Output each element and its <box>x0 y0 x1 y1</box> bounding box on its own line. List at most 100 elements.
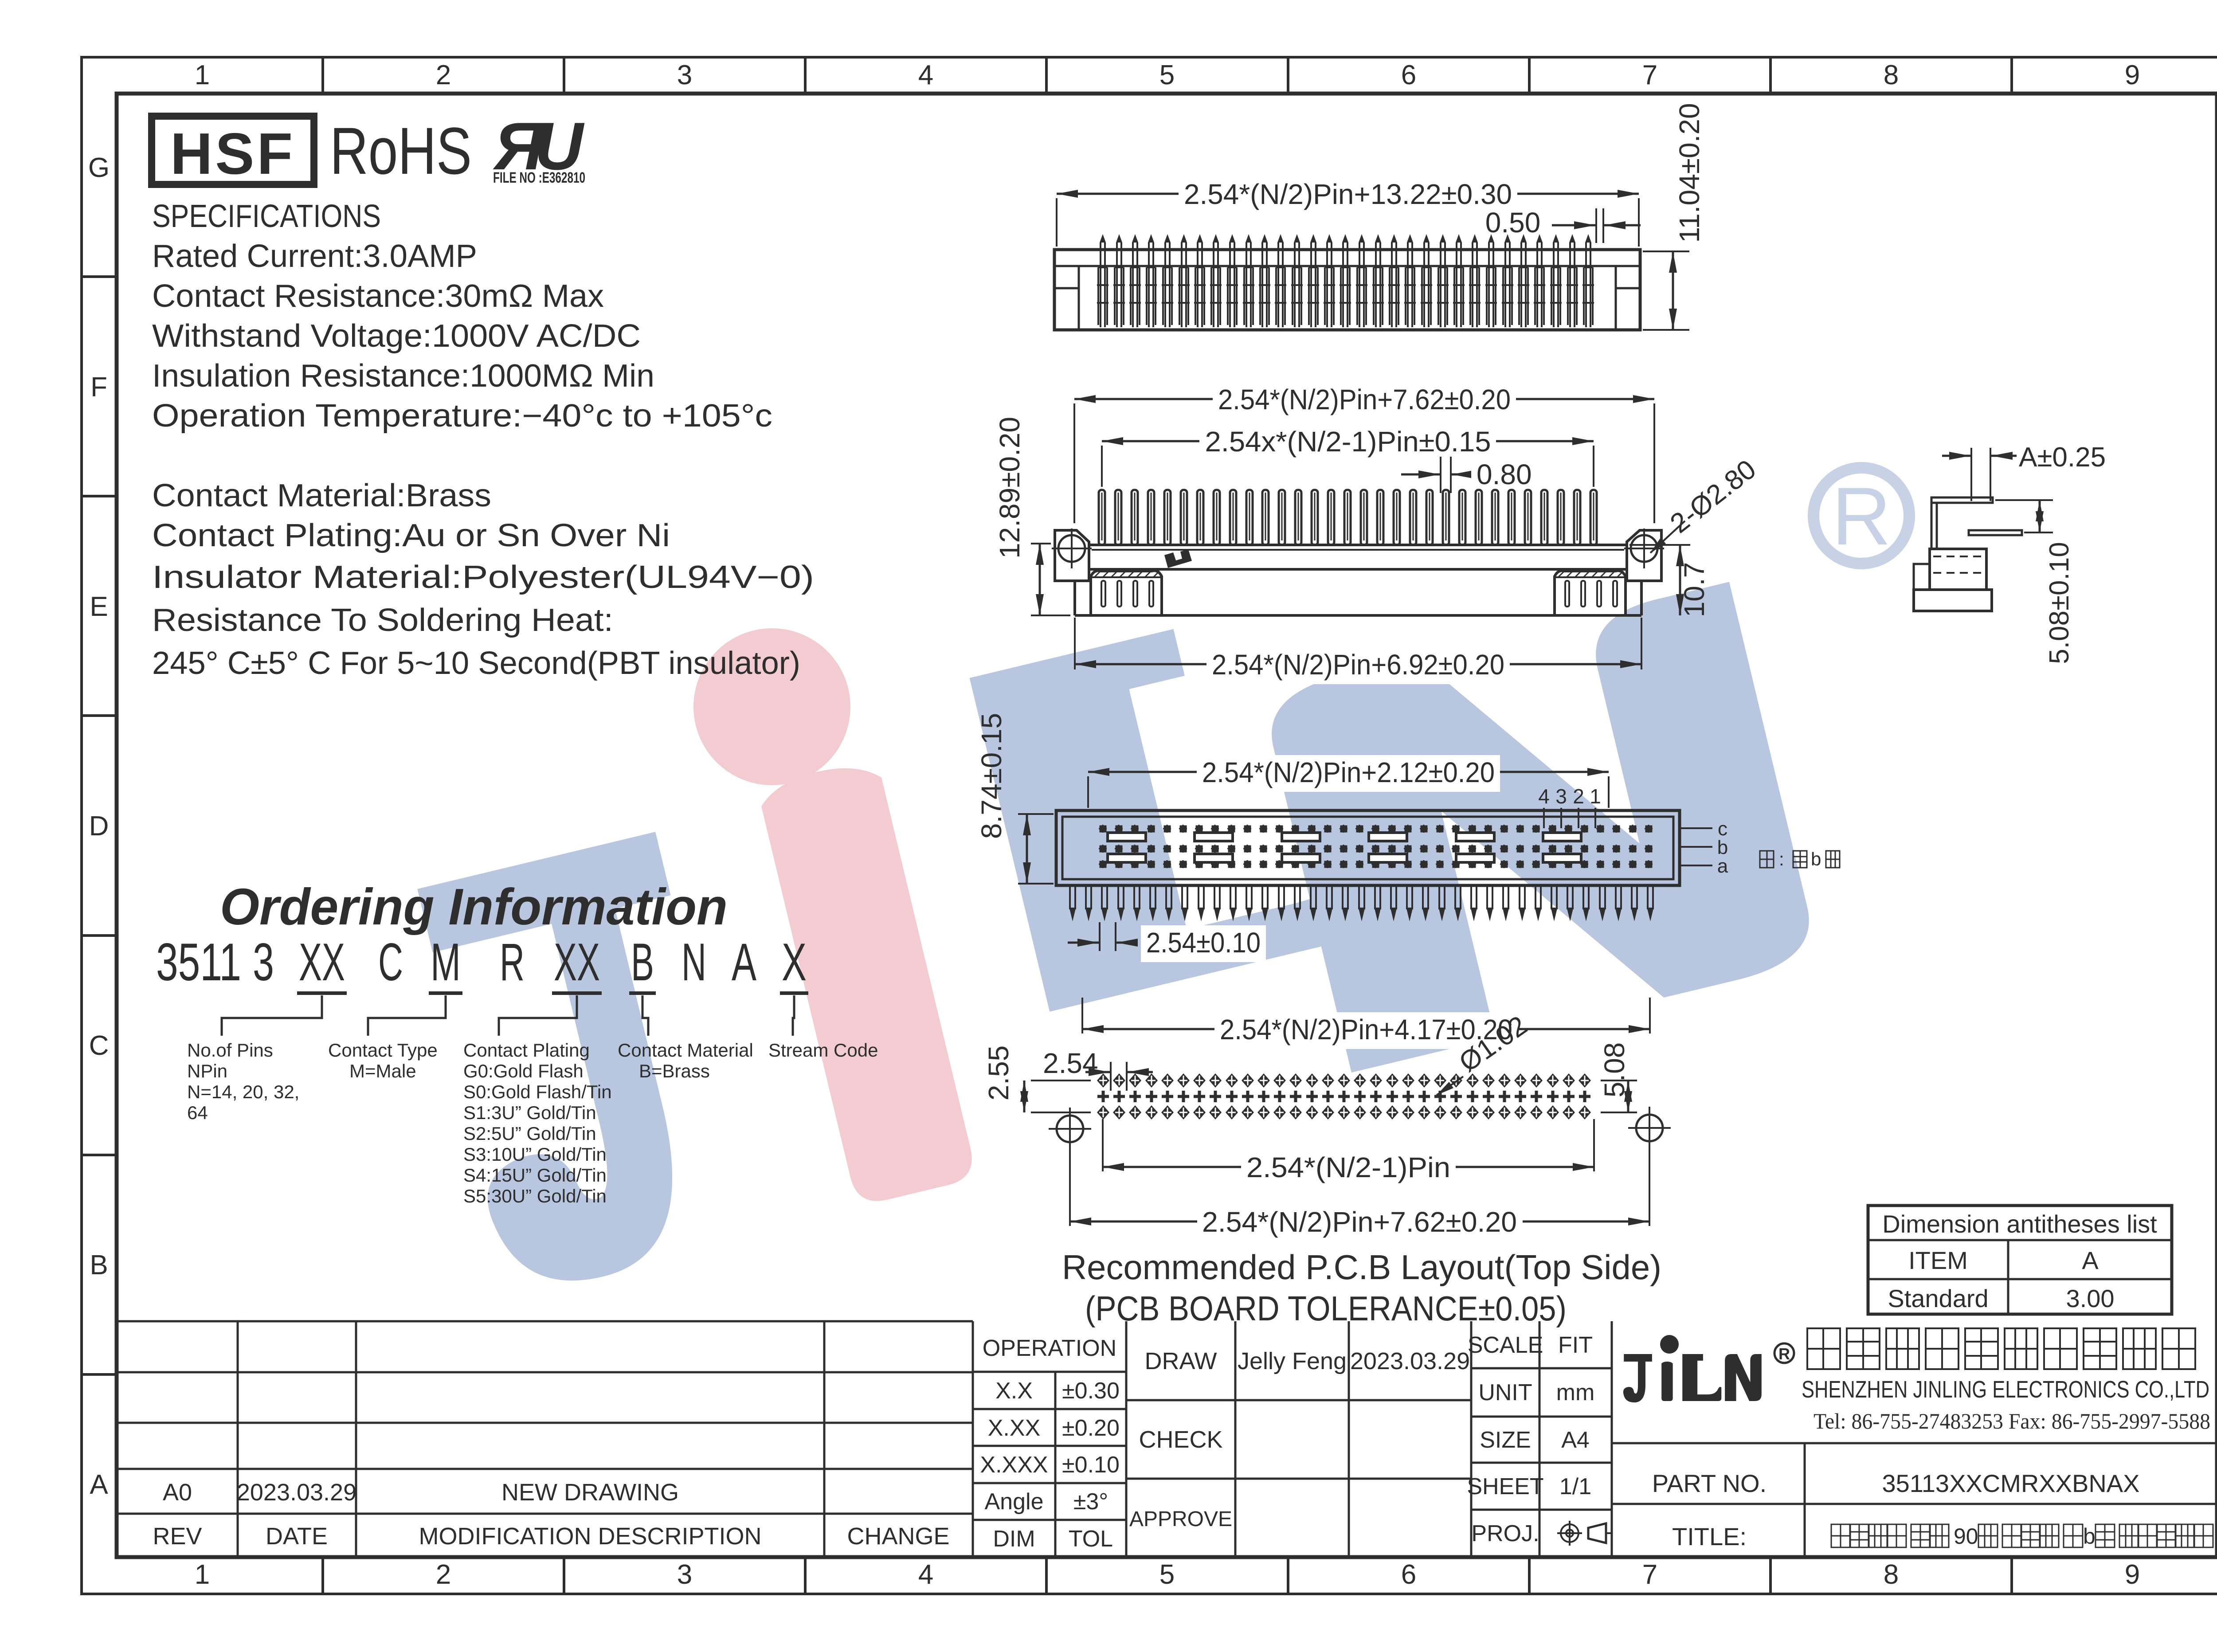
svg-text:5.08: 5.08 <box>1598 1042 1630 1098</box>
svg-text:b: b <box>1717 837 1728 858</box>
svg-text:N=14, 20, 32,: N=14, 20, 32, <box>187 1081 299 1102</box>
svg-text:G: G <box>88 153 110 183</box>
svg-text:mm: mm <box>1556 1380 1595 1405</box>
svg-text:S3:10U” Gold/Tin: S3:10U” Gold/Tin <box>463 1144 607 1165</box>
svg-text:10.7: 10.7 <box>1678 562 1710 618</box>
svg-text:Dimension antitheses list: Dimension antitheses list <box>1882 1210 2157 1238</box>
svg-text:5.08±0.10: 5.08±0.10 <box>2044 542 2075 664</box>
svg-text:Rated Current:3.0AMP: Rated Current:3.0AMP <box>152 239 477 274</box>
svg-text:B: B <box>631 932 654 992</box>
svg-text:±0.20: ±0.20 <box>1062 1415 1120 1441</box>
svg-text:6: 6 <box>1401 60 1416 90</box>
svg-text:4: 4 <box>1538 785 1550 808</box>
svg-text:2.55: 2.55 <box>983 1045 1014 1101</box>
svg-text:Contact Material: Contact Material <box>618 1040 753 1061</box>
svg-text:b: b <box>1811 849 1821 869</box>
svg-text:(PCB BOARD TOLERANCE±0.05): (PCB BOARD TOLERANCE±0.05) <box>1085 1289 1567 1328</box>
svg-text:2.54*(N/2)Pin+4.17±0.20: 2.54*(N/2)Pin+4.17±0.20 <box>1220 1014 1512 1045</box>
svg-text:1/1: 1/1 <box>1559 1474 1591 1499</box>
svg-text:12.89±0.20: 12.89±0.20 <box>994 417 1026 559</box>
svg-text:FIT: FIT <box>1558 1332 1593 1358</box>
svg-text:64: 64 <box>187 1102 208 1123</box>
svg-text:2.54*(N/2)Pin+13.22±0.30: 2.54*(N/2)Pin+13.22±0.30 <box>1184 178 1512 210</box>
svg-text:1: 1 <box>195 60 210 90</box>
svg-text:2: 2 <box>436 60 451 90</box>
svg-text:6: 6 <box>1401 1559 1416 1590</box>
svg-text:X.XXX: X.XXX <box>980 1452 1048 1478</box>
svg-text:0.80: 0.80 <box>1477 458 1532 490</box>
svg-text:Withstand Voltage:1000V AC/D: Withstand Voltage:1000V AC/DC <box>152 318 641 354</box>
svg-text:HSF: HSF <box>170 121 295 186</box>
svg-text:3: 3 <box>677 1559 692 1590</box>
svg-text:N: N <box>682 932 706 992</box>
svg-text:PROJ.: PROJ. <box>1471 1521 1539 1546</box>
svg-text:Resistance To Soldering Hea: Resistance To Soldering Heat: <box>152 603 613 638</box>
svg-text:A±0.25: A±0.25 <box>2019 442 2106 473</box>
svg-text:TITLE:: TITLE: <box>1672 1523 1747 1550</box>
svg-text:3.00: 3.00 <box>2066 1284 2115 1312</box>
svg-text:SHENZHEN JINLING ELECTRONICS C: SHENZHEN JINLING ELECTRONICS CO.,LTD <box>1802 1376 2209 1403</box>
svg-text:APPROVE: APPROVE <box>1129 1507 1232 1531</box>
svg-text:No.of Pins: No.of Pins <box>187 1040 273 1061</box>
svg-text:X.XX: X.XX <box>988 1415 1041 1441</box>
svg-text:3511: 3511 <box>156 932 241 992</box>
svg-text:OPERATION: OPERATION <box>983 1335 1116 1361</box>
svg-text:SHEET: SHEET <box>1467 1474 1543 1499</box>
svg-text:2.54*(N/2-1)Pin: 2.54*(N/2-1)Pin <box>1246 1151 1450 1183</box>
svg-text:A4: A4 <box>1561 1427 1590 1453</box>
svg-text:DATE: DATE <box>266 1523 328 1550</box>
svg-text:FILE NO :E362810: FILE NO :E362810 <box>493 169 585 186</box>
svg-text:XX: XX <box>299 932 345 992</box>
svg-text:D: D <box>89 811 109 842</box>
svg-text:1: 1 <box>195 1559 210 1590</box>
svg-text:S0:Gold Flash/Tin: S0:Gold Flash/Tin <box>463 1081 612 1102</box>
svg-text:NEW DRAWING: NEW DRAWING <box>501 1479 679 1506</box>
svg-text:±3°: ±3° <box>1073 1489 1108 1515</box>
svg-text:S2:5U” Gold/Tin: S2:5U” Gold/Tin <box>463 1123 596 1144</box>
svg-text:2.54x*(N/2-1)Pin±0.15: 2.54x*(N/2-1)Pin±0.15 <box>1205 426 1491 458</box>
svg-text:C: C <box>89 1030 109 1061</box>
svg-text:2023.03.29: 2023.03.29 <box>237 1479 356 1506</box>
svg-text:Insulator Material:Polyester(: Insulator Material:Polyester(UL94V−0) <box>152 560 814 595</box>
svg-text:4: 4 <box>918 60 933 90</box>
svg-text:2.54*(N/2)Pin+2.12±0.20: 2.54*(N/2)Pin+2.12±0.20 <box>1202 756 1495 788</box>
svg-text:CHANGE: CHANGE <box>847 1523 949 1550</box>
svg-text:±0.30: ±0.30 <box>1062 1378 1120 1404</box>
svg-text:3: 3 <box>677 60 692 90</box>
svg-text:Contact Material:Brass: Contact Material:Brass <box>152 478 491 513</box>
svg-text:8.74±0.15: 8.74±0.15 <box>975 713 1007 839</box>
svg-text:SCALE: SCALE <box>1468 1332 1543 1358</box>
svg-text:A: A <box>90 1469 108 1500</box>
svg-text:90: 90 <box>1954 1524 1978 1549</box>
svg-text:c: c <box>1718 818 1727 840</box>
svg-text:3: 3 <box>253 932 274 992</box>
svg-text:REV: REV <box>153 1523 202 1550</box>
svg-text:DRAW: DRAW <box>1145 1348 1217 1374</box>
svg-text:Contact Plating: Contact Plating <box>463 1040 590 1061</box>
svg-text:Tel: 86-755-27483253 Fax:: Tel: 86-755-27483253 Fax: 86-755-2997-55… <box>1814 1409 2210 1433</box>
svg-text:2: 2 <box>1573 785 1584 808</box>
svg-text:G0:Gold Flash: G0:Gold Flash <box>463 1061 584 1081</box>
svg-text:Jelly Feng: Jelly Feng <box>1238 1348 1347 1374</box>
svg-text:SIZE: SIZE <box>1480 1427 1531 1453</box>
svg-text:Contact Resistance:30mΩ Max: Contact Resistance:30mΩ Max <box>152 278 604 314</box>
svg-text:Ordering Information: Ordering Information <box>220 878 728 936</box>
svg-text:35113XXCMRXXBNAX: 35113XXCMRXXBNAX <box>1882 1469 2140 1497</box>
svg-text:Angle: Angle <box>985 1489 1044 1515</box>
svg-text:R: R <box>500 932 525 992</box>
svg-text:Standard: Standard <box>1888 1284 1988 1312</box>
svg-text:b: b <box>2083 1524 2096 1549</box>
svg-text:Operation Temperature:−40°c: Operation Temperature:−40°c to +105°c <box>152 398 772 434</box>
svg-text:2.54*(N/2)Pin+6.92±0.20: 2.54*(N/2)Pin+6.92±0.20 <box>1212 649 1504 681</box>
svg-text:XX: XX <box>554 932 600 992</box>
svg-text:PART NO.: PART NO. <box>1652 1469 1767 1497</box>
svg-text:M: M <box>431 932 461 992</box>
svg-text:8: 8 <box>1884 60 1899 90</box>
svg-text::: : <box>1779 849 1784 869</box>
svg-text:S4:15U” Gold/Tin: S4:15U” Gold/Tin <box>463 1165 607 1186</box>
svg-text:5: 5 <box>1159 60 1175 90</box>
svg-text:a: a <box>1717 855 1728 877</box>
svg-text:A: A <box>2082 1246 2099 1274</box>
svg-text:R: R <box>1778 1345 1790 1363</box>
svg-text:MODIFICATION DESCRIPTION: MODIFICATION DESCRIPTION <box>419 1523 761 1550</box>
